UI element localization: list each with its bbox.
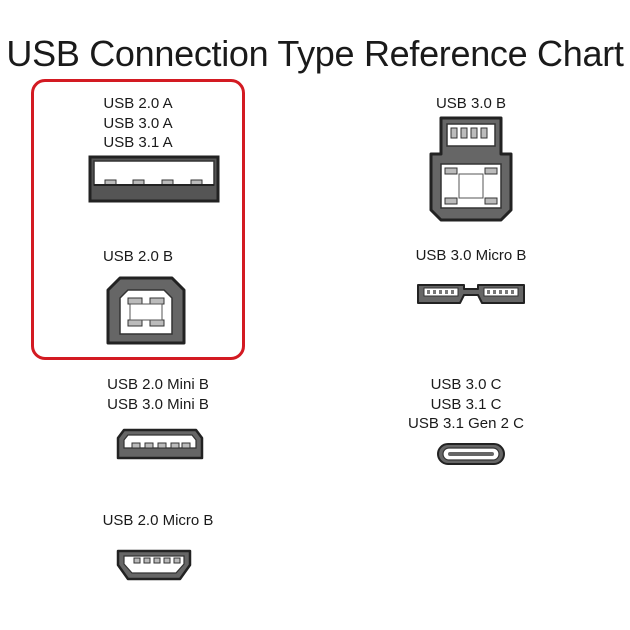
- usb-c-connector-icon: [437, 443, 505, 465]
- usb-3-micro-b-label: USB 3.0 Micro B: [415, 247, 527, 264]
- usb-c-label: USB 3.0 C USB 3.1 C USB 3.1 Gen 2 C: [408, 376, 524, 432]
- usb-3-b-label: USB 3.0 B: [435, 95, 507, 112]
- chart-title: USB Connection Type Reference Chart: [6, 33, 624, 74]
- usb-a-connector-icon: [88, 155, 220, 203]
- usb-micro-b-connector-icon: [116, 549, 192, 581]
- usb-mini-b-label: USB 2.0 Mini B USB 3.0 Mini B: [107, 376, 209, 413]
- usb-mini-b-connector-icon: [116, 428, 204, 460]
- usb-a-label: USB 2.0 A USB 3.0 A USB 3.1 A: [103, 95, 173, 151]
- usb-3-b-connector-icon: [429, 116, 513, 222]
- usb-3-micro-b-connector-icon: [417, 284, 525, 304]
- usb-micro-b-label: USB 2.0 Micro B: [102, 512, 214, 529]
- highlight-box: [31, 79, 245, 360]
- usb-b-label: USB 2.0 B: [102, 248, 174, 265]
- usb-b-connector-icon: [106, 276, 186, 345]
